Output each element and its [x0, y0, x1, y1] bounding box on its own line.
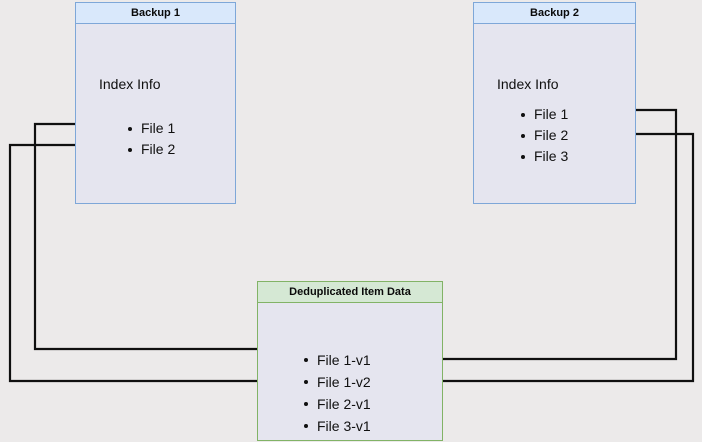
list-item: File 3 [520, 146, 568, 167]
list-item: File 2 [520, 125, 568, 146]
list-item: File 2 [127, 139, 175, 160]
list-item: File 3-v1 [303, 415, 371, 437]
node-backup-1-title: Backup 1 [76, 3, 235, 24]
node-backup-2-body: Index Info File 1 File 2 File 3 [474, 24, 635, 203]
node-backup-2[interactable]: Backup 2 Index Info File 1 File 2 File 3 [473, 2, 636, 204]
backup-2-file-list: File 1 File 2 File 3 [520, 104, 568, 167]
list-item: File 1 [127, 118, 175, 139]
node-deduplicated-item-data-body: File 1-v1 File 1-v2 File 2-v1 File 3-v1 [258, 303, 442, 440]
node-deduplicated-item-data-title: Deduplicated Item Data [258, 282, 442, 303]
node-deduplicated-item-data[interactable]: Deduplicated Item Data File 1-v1 File 1-… [257, 281, 443, 441]
deduplicated-file-list: File 1-v1 File 1-v2 File 2-v1 File 3-v1 [303, 349, 371, 437]
list-item: File 2-v1 [303, 393, 371, 415]
node-backup-2-title: Backup 2 [474, 3, 635, 24]
backup-1-file-list: File 1 File 2 [127, 118, 175, 160]
list-item: File 1-v2 [303, 371, 371, 393]
backup-2-index-info-label: Index Info [497, 76, 559, 92]
backup-1-index-info-label: Index Info [99, 76, 161, 92]
list-item: File 1 [520, 104, 568, 125]
node-backup-1-body: Index Info File 1 File 2 [76, 24, 235, 203]
list-item: File 1-v1 [303, 349, 371, 371]
node-backup-1[interactable]: Backup 1 Index Info File 1 File 2 [75, 2, 236, 204]
